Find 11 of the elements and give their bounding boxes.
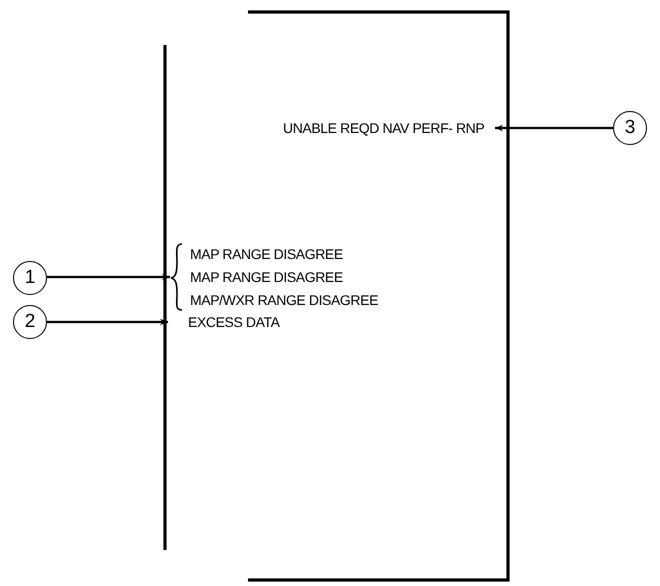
message-text: UNABLE REQD NAV PERF- RNP xyxy=(283,118,495,138)
message-text: MAP RANGE DISAGREE xyxy=(190,245,343,264)
leader-line xyxy=(495,124,613,132)
callout-number: 1 xyxy=(13,261,47,295)
message-text: MAP/WXR RANGE DISAGREE xyxy=(190,291,378,310)
message-text: EXCESS DATA xyxy=(168,312,278,332)
callout-number: 2 xyxy=(13,305,47,339)
message-text: MAP RANGE DISAGREE xyxy=(190,268,343,287)
leader-line xyxy=(47,318,168,326)
leader-line xyxy=(47,274,170,280)
callout-number: 3 xyxy=(613,111,647,145)
